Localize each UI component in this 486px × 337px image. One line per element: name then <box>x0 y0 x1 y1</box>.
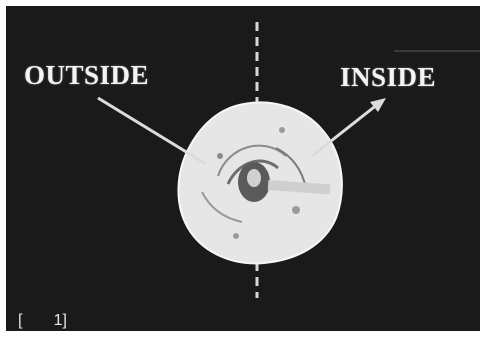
figure-caption: [ 1] <box>18 312 67 330</box>
sketch-core-highlight <box>247 169 261 187</box>
photo-frame: OUTSIDE INSIDE [ 1] <box>6 6 480 331</box>
sketch-dot <box>292 206 300 214</box>
sketch-dot <box>279 127 285 133</box>
streak <box>394 50 480 52</box>
sketch-dot <box>233 233 239 239</box>
specimen-photo <box>6 6 480 331</box>
sketch-dot <box>217 153 223 159</box>
outside-label: OUTSIDE <box>24 60 149 91</box>
inside-label: INSIDE <box>340 62 436 93</box>
